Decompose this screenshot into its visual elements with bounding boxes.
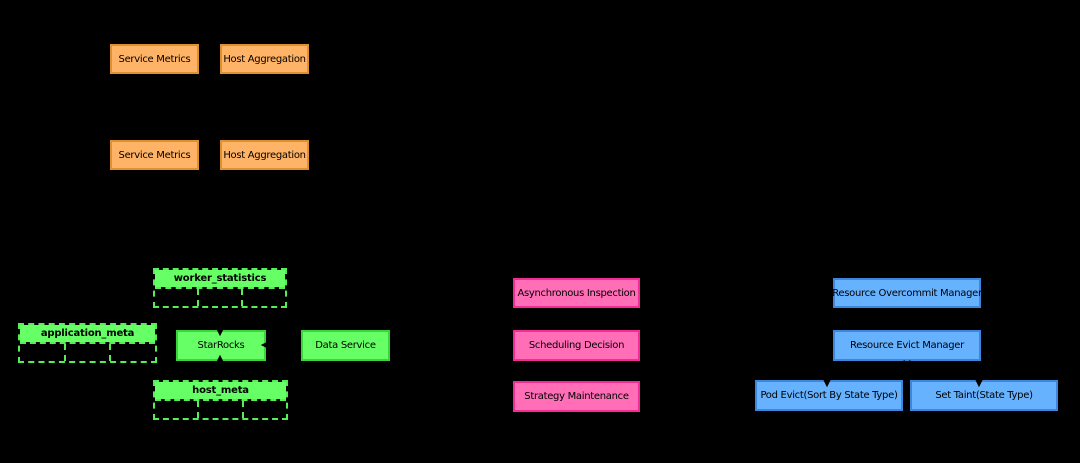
table-host-meta: host_meta: [153, 380, 288, 420]
node-label: Asynchronous Inspection: [517, 287, 636, 299]
node-label: Scheduling Decision: [528, 340, 625, 351]
table-cell: [20, 344, 66, 361]
node-host-aggregation-2: Host Aggregation: [220, 140, 309, 170]
node-label: Host Aggregation: [223, 53, 306, 65]
node-label: Pod Evict(Sort By State Type): [760, 390, 898, 401]
table-cell: [111, 344, 155, 361]
node-label: Host Aggregation: [223, 149, 306, 161]
node-label: StarRocks: [197, 340, 245, 351]
node-service-metrics-1: Service Metrics: [110, 44, 199, 74]
node-strategy-maintenance: Strategy Maintenance: [513, 381, 640, 412]
table-cell: [66, 344, 112, 361]
node-scheduling-decision: Scheduling Decision: [513, 330, 640, 361]
node-asynchronous-inspection: Asynchronous Inspection: [513, 278, 640, 308]
node-label: Service Metrics: [118, 149, 191, 161]
node-label: Resource Evict Manager: [850, 340, 964, 351]
node-service-metrics-2: Service Metrics: [110, 140, 199, 170]
table-row: [155, 287, 285, 306]
node-starrocks: StarRocks: [176, 330, 266, 361]
table-title: application_meta: [20, 325, 155, 342]
node-host-aggregation-1: Host Aggregation: [220, 44, 309, 74]
node-set-taint: Set Taint(State Type): [910, 380, 1058, 411]
node-label: Resource Overcommit Manager: [832, 287, 982, 299]
table-cell: [243, 289, 285, 306]
node-label: Data Service: [315, 340, 376, 351]
table-cell: [199, 289, 243, 306]
table-cell: [155, 401, 200, 418]
table-cell: [155, 289, 199, 306]
node-resource-overcommit-manager: Resource Overcommit Manager: [832, 278, 982, 308]
table-application-meta: application_meta: [18, 323, 157, 363]
table-title: worker_statistics: [155, 270, 285, 287]
node-label: Set Taint(State Type): [935, 390, 1033, 401]
arrow-evict-manager-to-set-taint: [908, 360, 978, 378]
node-data-service: Data Service: [301, 330, 390, 361]
table-row: [20, 342, 155, 361]
node-pod-evict: Pod Evict(Sort By State Type): [755, 380, 903, 411]
arrow-evict-manager-to-pod-evict: [828, 360, 906, 378]
table-cell: [199, 401, 244, 418]
table-worker-statistics: worker_statistics: [153, 268, 287, 308]
table-row: [155, 399, 286, 418]
node-label: Service Metrics: [118, 53, 191, 65]
table-cell: [244, 401, 286, 418]
node-resource-evict-manager: Resource Evict Manager: [833, 330, 981, 361]
node-label: Strategy Maintenance: [524, 391, 629, 402]
table-title: host_meta: [155, 382, 286, 399]
